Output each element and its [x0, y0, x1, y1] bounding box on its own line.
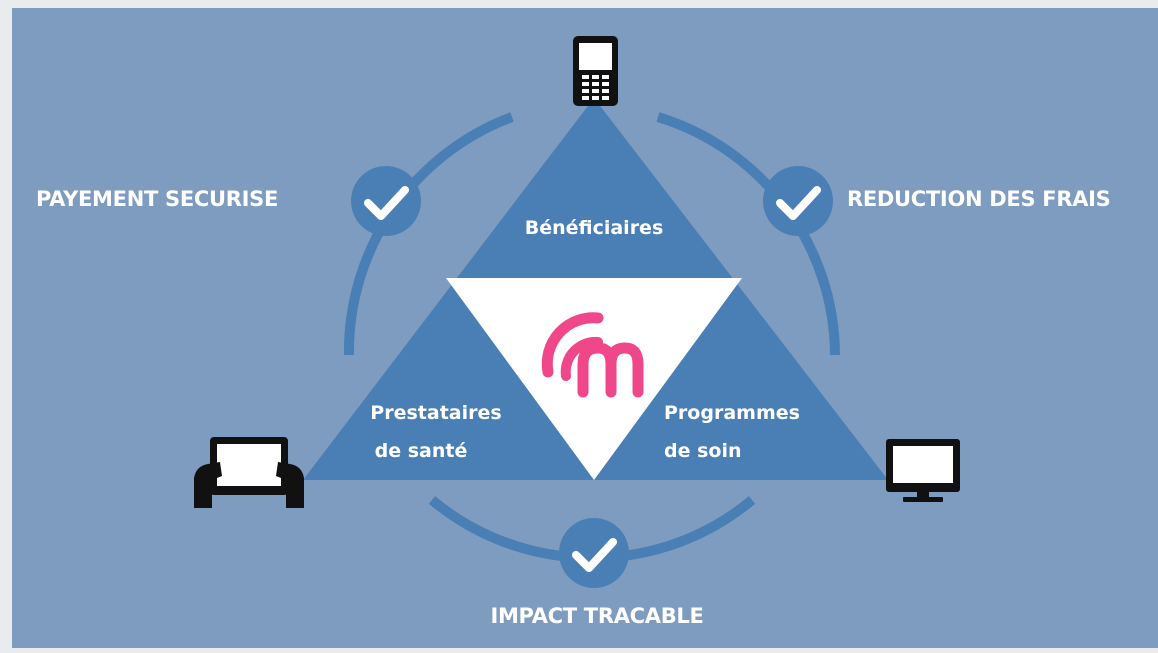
brand-logo	[541, 312, 644, 398]
secure-payment-label: PAYEMENT SECURISE	[36, 187, 278, 211]
cost-reduction-label: REDUCTION DES FRAIS	[847, 187, 1111, 211]
tablet-icon	[194, 437, 304, 508]
check-badge-left	[351, 166, 421, 236]
check-icon	[364, 186, 409, 220]
mobile-phone-icon	[573, 36, 618, 106]
providers-label-line2: de santé	[375, 440, 468, 462]
check-circle	[763, 166, 833, 236]
logo-signal-outer	[541, 312, 604, 378]
programs-label-line2: de soin	[664, 440, 742, 462]
left-hand	[194, 462, 222, 508]
check-circle	[351, 166, 421, 236]
logo-signal-inner	[560, 336, 603, 381]
check-circle	[559, 518, 629, 588]
right-hand	[276, 462, 304, 508]
check-icon	[572, 538, 617, 572]
traceable-impact-label: IMPACT TRACABLE	[490, 604, 703, 628]
desktop-monitor-icon	[886, 439, 960, 502]
programs-label-line1: Programmes	[664, 402, 800, 424]
check-badge-bottom	[559, 518, 629, 588]
check-badge-right	[763, 166, 833, 236]
center-triangle	[446, 278, 742, 480]
logo-letter-m	[577, 342, 644, 398]
providers-label-line1: Prestataires	[370, 402, 501, 424]
beneficiaries-label: Bénéficiaires	[525, 217, 664, 239]
check-icon	[776, 186, 821, 220]
